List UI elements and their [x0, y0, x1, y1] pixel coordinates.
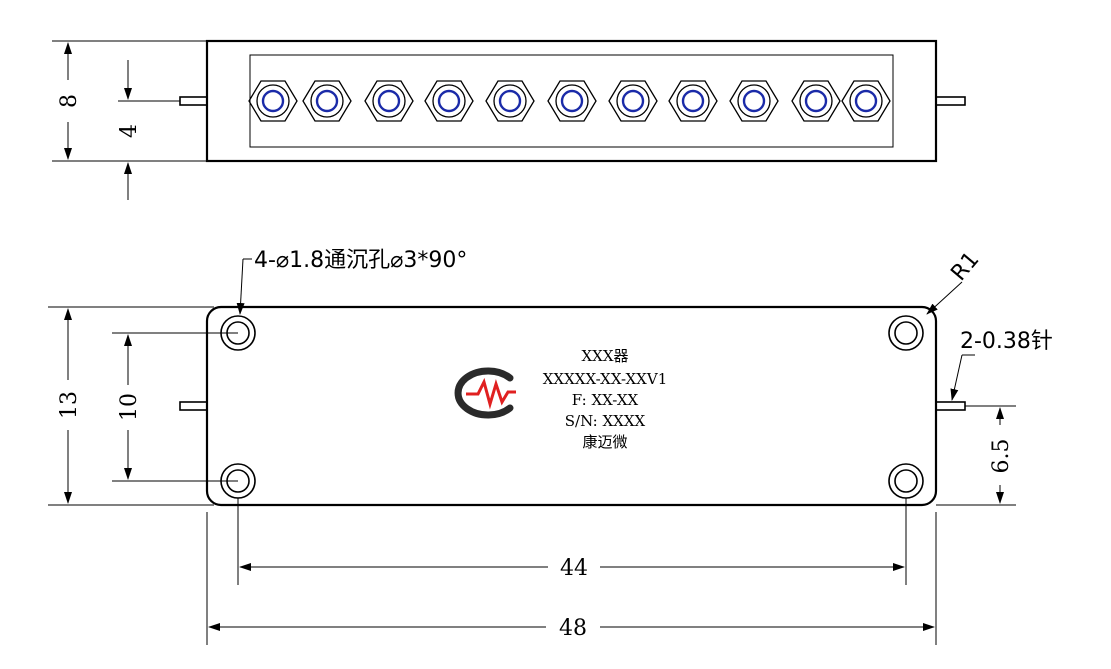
plate-line-2: XXXXX-XX-XXV1 [543, 370, 667, 388]
radius-callout-leader [926, 281, 963, 315]
trimmer-row [248, 80, 891, 122]
trimmer-3 [364, 80, 414, 122]
trimmer-11 [841, 80, 891, 122]
hole-callout-text: 4-⌀1.8通沉孔⌀3*90° [254, 248, 467, 273]
trimmer-2 [302, 80, 352, 122]
radius-callout-text: R1 [946, 247, 984, 286]
dim-10-label: 10 [117, 393, 142, 421]
plate-line-5: 康迈微 [582, 433, 627, 451]
plate-line-1: XXX器 [581, 347, 628, 365]
top-view-left-pin [179, 96, 208, 106]
dim-6.5-label: 6.5 [989, 439, 1014, 474]
pin-callout-text: 2-0.38针 [960, 329, 1053, 354]
dim-13-label: 13 [57, 391, 82, 419]
mounting-hole-bottom-right [888, 463, 924, 499]
front-view-left-pin [179, 401, 208, 411]
top-view-right-pin [935, 96, 966, 106]
plate-line-4: S/N: XXXX [565, 412, 646, 430]
dim-44-label: 44 [560, 556, 588, 581]
trimmer-9 [729, 80, 779, 122]
plate-line-3: F: XX-XX [572, 391, 639, 409]
kmw-logo-icon [454, 367, 516, 419]
dim-4-label: 4 [117, 124, 142, 138]
top-view-inner-panel [249, 54, 894, 148]
trimmer-6 [547, 80, 597, 122]
trimmer-5 [485, 80, 535, 122]
front-view: 4-⌀1.8通沉孔⌀3*90° R1 2-0.38针 XXX器 XXXXX-XX… [48, 247, 1053, 645]
trimmer-7 [608, 80, 658, 122]
front-view-right-pin [935, 401, 966, 411]
mounting-hole-top-right [888, 315, 924, 351]
trimmer-10 [791, 80, 841, 122]
trimmer-1 [248, 80, 298, 122]
pin-callout-leader [950, 354, 963, 401]
dim-48-label: 48 [559, 616, 587, 641]
hole-callout-leader [236, 258, 245, 315]
top-view: 8 4 [52, 39, 966, 200]
dim-8-label: 8 [57, 94, 82, 108]
trimmer-4 [424, 80, 474, 122]
trimmer-8 [668, 80, 718, 122]
